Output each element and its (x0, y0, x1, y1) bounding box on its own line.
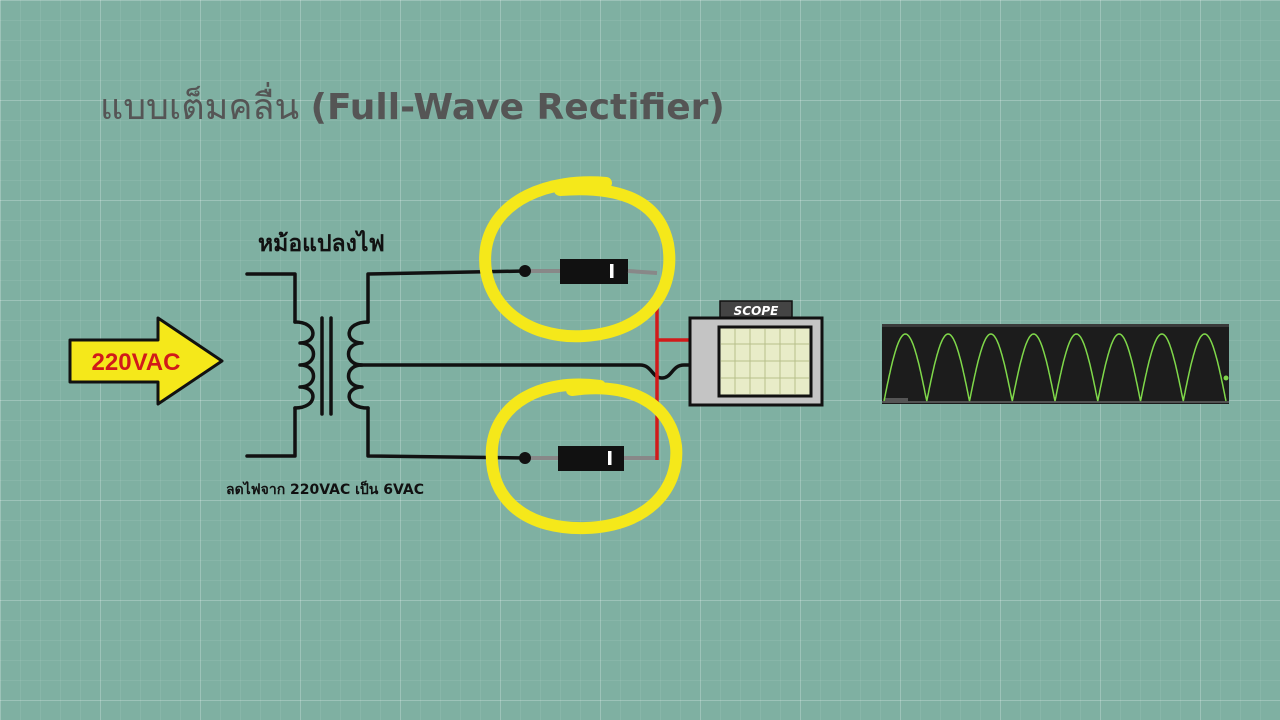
transformer-label: หม้อแปลงไฟ (258, 231, 385, 257)
scope-label: SCOPE (734, 304, 779, 318)
title-english: (Full-Wave Rectifier) (310, 87, 725, 128)
transformer-icon (245, 269, 707, 460)
highlight-circle (485, 378, 683, 535)
oscilloscope-icon: SCOPE (688, 300, 824, 407)
page-title: แบบเต็มคลื่น (Full-Wave Rectifier) (100, 78, 725, 135)
step-down-label: ลดไฟจาก 220VAC เป็น 6VAC (226, 482, 424, 498)
highlight-circle (479, 176, 676, 343)
input-arrow-label: 220VAC (92, 349, 181, 376)
waveform-trace (883, 333, 1227, 402)
diode-icon (519, 446, 657, 471)
title-thai: แบบเต็มคลื่น (100, 87, 300, 128)
diode-icon (519, 259, 658, 284)
input-arrow-icon: 220VAC (68, 316, 224, 406)
waveform-display (882, 324, 1229, 404)
